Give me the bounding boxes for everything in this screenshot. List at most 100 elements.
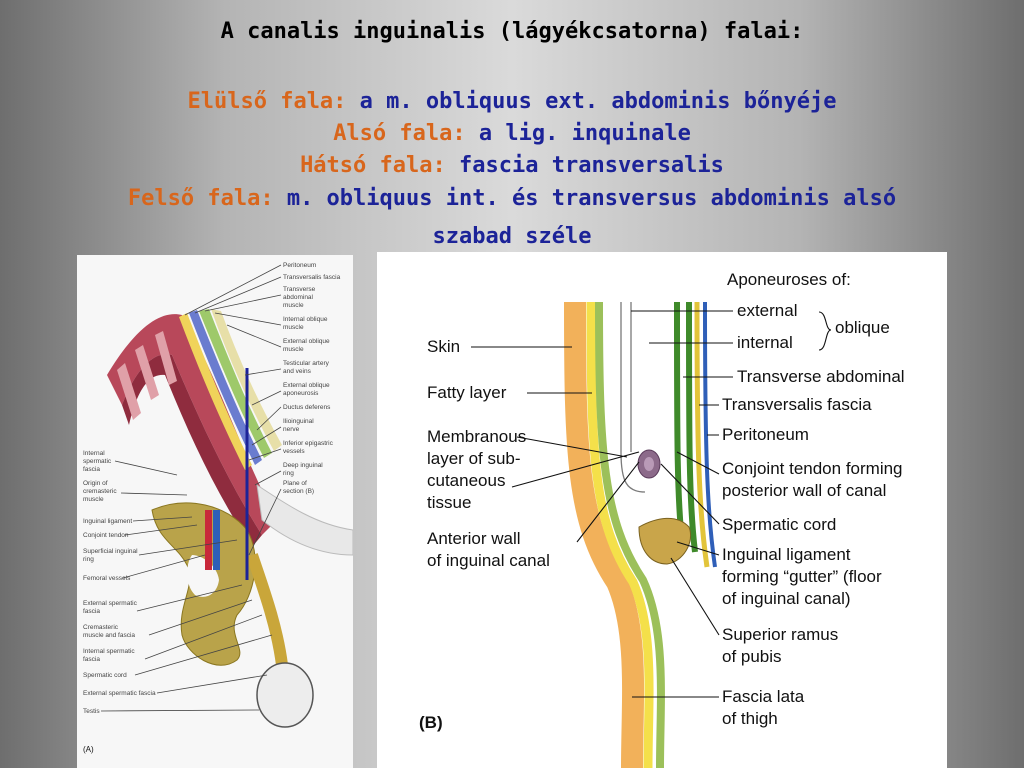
fig-a-label: Deep inguinal (283, 462, 323, 469)
fig-a-label: nerve (283, 426, 300, 433)
inferior-wall-label: Alsó fala: (333, 121, 466, 146)
fig-b-label: Skin (427, 337, 460, 356)
fig-a-label: Ductus deferens (283, 404, 331, 411)
fig-b-label: Anterior wall (427, 529, 521, 548)
superior-wall-line: Felső fala: m. obliquus int. és transver… (0, 183, 1024, 215)
fig-a-label: Spermatic cord (83, 672, 127, 679)
fig-a-label: cremasteric (83, 488, 117, 495)
figure-a-panel: Peritoneum Transversalis fascia Transver… (77, 255, 353, 768)
fig-b-label: forming “gutter” (floor (722, 567, 882, 586)
fig-a-label: Transverse (283, 286, 316, 293)
fig-b-label: Fascia lata (722, 687, 805, 706)
fig-a-label: abdominal (283, 294, 314, 301)
fig-b-label: of inguinal canal (427, 551, 550, 570)
testis (256, 662, 314, 728)
fig-a-label: vessels (283, 448, 305, 455)
fig-a-label: muscle (83, 496, 104, 503)
fig-a-label: muscle (283, 346, 304, 353)
fig-b-label: of pubis (722, 647, 782, 666)
fig-b-label: Fatty layer (427, 383, 507, 402)
spermatic-cord-core (644, 457, 654, 471)
fig-b-label: of inguinal canal) (722, 589, 851, 608)
tissue-layers (564, 301, 717, 768)
slide-title: A canalis inguinalis (lágyékcsatorna) fa… (220, 19, 804, 44)
oblique-brace (818, 311, 832, 351)
anterior-wall-line: Elülső fala: a m. obliquus ext. abdomini… (0, 86, 1024, 118)
figure-a-drawing: Peritoneum Transversalis fascia Transver… (83, 262, 353, 754)
fig-a-label: spermatic (83, 458, 112, 465)
fig-a-label: Peritoneum (283, 262, 316, 269)
figure-b-left-labels: Skin Fatty layer Membranous layer of sub… (427, 337, 640, 570)
fig-a-label: Cremasteric (83, 624, 119, 631)
fig-a-label: muscle (283, 324, 304, 331)
posterior-wall-line: Hátsó fala: fascia transversalis (0, 150, 1024, 182)
fig-a-label: ring (83, 556, 94, 563)
inferior-wall-line: Alsó fala: a lig. inquinale (0, 118, 1024, 150)
fig-b-label: Transverse abdominal (737, 367, 905, 386)
fig-b-label: Membranous (427, 427, 526, 446)
figure-b-drawing: Skin Fatty layer Membranous layer of sub… (419, 270, 905, 768)
fig-b-label: cutaneous (427, 471, 505, 490)
fig-a-label: External oblique (283, 382, 330, 389)
external-label: external (737, 301, 797, 320)
fig-b-label: posterior wall of canal (722, 481, 886, 500)
superior-wall-text: m. obliquus int. és transversus abdomini… (273, 186, 897, 211)
fig-b-label: Conjoint tendon forming (722, 459, 903, 478)
figure-b-letter: (B) (419, 713, 443, 732)
fig-a-label: Testicular artery (283, 360, 330, 367)
figure-b-panel: Skin Fatty layer Membranous layer of sub… (377, 252, 947, 768)
fig-b-label: of thigh (722, 709, 778, 728)
anterior-wall-label: Elülső fala: (187, 89, 347, 114)
fig-a-label: fascia (83, 656, 100, 663)
fig-a-label: section (B) (283, 488, 314, 495)
fig-a-label: Plane of (283, 480, 307, 487)
fig-a-label: Transversalis fascia (283, 274, 341, 281)
fig-a-label: muscle (283, 302, 304, 309)
fig-b-label: Peritoneum (722, 425, 809, 444)
fig-b-label: Inguinal ligament (722, 545, 851, 564)
figure-a-right-labels: Peritoneum Transversalis fascia Transver… (184, 262, 341, 556)
fig-a-label: ring (283, 470, 294, 477)
pubic-ramus (638, 517, 691, 565)
superior-wall-label: Felső fala: (127, 186, 274, 211)
fig-a-label: Femoral vessels (83, 575, 131, 582)
fig-a-label: Internal (83, 450, 105, 457)
fig-a-label: Conjoint tendon (83, 532, 129, 539)
fig-a-label: aponeurosis (283, 390, 319, 397)
anterior-wall-text: a m. obliquus ext. abdominis bőnyéje (346, 89, 837, 114)
fig-a-label: muscle and fascia (83, 632, 135, 639)
fig-a-label: Inferior epigastric (283, 440, 334, 447)
abdominal-wall-layers (107, 309, 282, 547)
fig-a-label: Superficial inguinal (83, 548, 138, 555)
fig-a-label: Ilioinguinal (283, 418, 314, 425)
oblique-label: oblique (835, 318, 890, 337)
fig-a-label: Testis (83, 708, 100, 715)
figure-a-letter: (A) (83, 745, 94, 754)
aponeuroses-label: Aponeuroses of: (727, 270, 851, 289)
fig-a-label: Inguinal ligament (83, 518, 132, 525)
fig-b-label: layer of sub- (427, 449, 521, 468)
fig-a-label: External spermatic (83, 600, 138, 607)
figure-b-right-labels: Aponeuroses of: external internal obliqu… (631, 270, 905, 728)
fig-a-label: Internal spermatic (83, 648, 135, 655)
fig-a-label: External oblique (283, 338, 330, 345)
figure-a-left-labels: Internal spermatic fascia Origin of crem… (83, 450, 273, 715)
superior-wall-continued: szabad széle (432, 224, 592, 249)
inferior-wall-text: a lig. inquinale (465, 121, 691, 146)
fig-b-label: tissue (427, 493, 471, 512)
fig-b-label: Transversalis fascia (722, 395, 872, 414)
fig-a-label: Internal oblique (283, 316, 328, 323)
fig-a-label: fascia (83, 608, 100, 615)
fig-a-label: Origin of (83, 480, 108, 487)
fig-a-label: fascia (83, 466, 100, 473)
femoral-vessels (205, 510, 220, 570)
spermatic-cord (246, 553, 288, 666)
fig-b-label: Superior ramus (722, 625, 838, 644)
fig-a-label: External spermatic fascia (83, 690, 156, 697)
posterior-wall-text: fascia transversalis (445, 153, 724, 178)
posterior-wall-label: Hátsó fala: (300, 153, 446, 178)
fig-b-label: Spermatic cord (722, 515, 836, 534)
fig-a-label: and veins (283, 368, 312, 375)
internal-label: internal (737, 333, 793, 352)
fascia-sheet (256, 483, 353, 556)
